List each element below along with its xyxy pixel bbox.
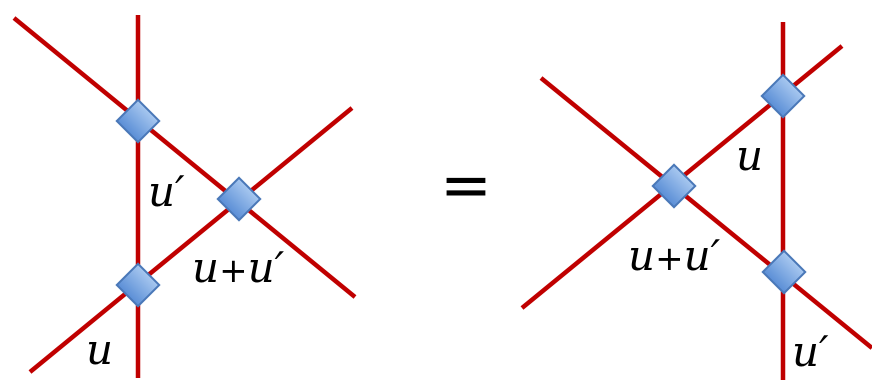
right-label-u-plus-u-prime: u+u′ [628,231,721,280]
equals-sign: = [440,148,492,221]
left-ascending-line [28,106,354,374]
right-label-u: u [736,131,763,180]
right-diagram: u u+u′ u′ [520,22,872,380]
left-vertex-top [115,98,161,144]
left-vertex-bottom [115,262,161,308]
right-descending-line [539,76,872,350]
right-vertex-middle [651,163,697,209]
left-label-u-plus-u-prime: u+u′ [192,243,285,292]
right-label-u-prime: u′ [792,327,829,376]
left-label-u-prime: u′ [148,167,185,216]
left-descending-line [12,16,357,299]
right-vertex-top [760,73,806,119]
left-vertex-middle [216,176,262,222]
right-vertex-bottom [761,249,807,295]
left-diagram: u′ u+u′ u [12,15,357,378]
left-label-u: u [86,325,113,374]
